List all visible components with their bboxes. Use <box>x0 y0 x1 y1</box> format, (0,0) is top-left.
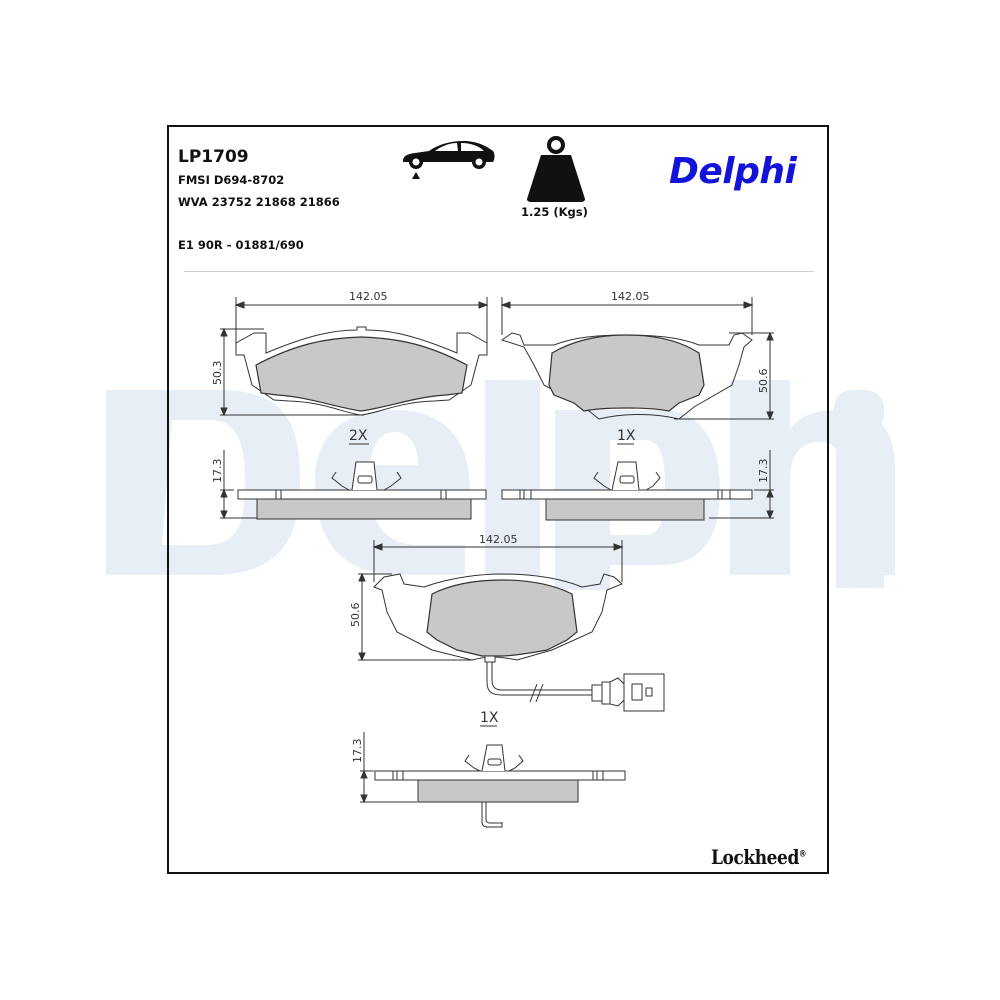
datasheet-frame: LP1709 FMSI D694-8702 WVA 23752 21868 21… <box>167 125 829 874</box>
pad-sensor-width: 142.05 <box>479 533 518 546</box>
pad-outer-front-view: 142.05 50.3 <box>211 290 489 417</box>
lockheed-logo: Lockheed® <box>711 845 807 869</box>
lockheed-text: Lockheed <box>711 845 799 869</box>
pad-inner-front-view: 142.05 50.6 <box>500 290 774 421</box>
weight-icon <box>527 136 585 202</box>
pad-outer-height: 50.3 <box>211 361 224 386</box>
pad-sensor-thickness: 17.3 <box>351 739 364 764</box>
fmsi-code: FMSI D694-8702 <box>178 173 285 187</box>
header-separator <box>184 271 814 272</box>
pad-outer-width: 142.05 <box>349 290 388 303</box>
pad-outer-qty: 2X <box>349 428 368 444</box>
registered-mark: ® <box>798 849 807 860</box>
pad-inner-width: 142.05 <box>611 290 650 303</box>
pad-outer-thickness: 17.3 <box>211 459 224 484</box>
pad-inner-side-view: 1X 17.3 <box>501 428 774 521</box>
watermark-i <box>834 390 884 588</box>
pad-inner-qty: 1X <box>617 428 636 444</box>
pad-inner-thickness: 17.3 <box>757 459 770 484</box>
pad-sensor-front-view: 142.05 50.6 <box>349 533 665 712</box>
pad-outer-side-view: 2X 17.3 <box>211 428 487 520</box>
delphi-logo: Delphi <box>669 151 797 192</box>
car-front-axle-icon <box>403 141 495 179</box>
pad-inner-height: 50.6 <box>757 369 770 394</box>
pad-sensor-side-view: 1X 17.3 <box>351 710 626 828</box>
pad-sensor-height: 50.6 <box>349 603 362 628</box>
weight-label: 1.25 (Kgs) <box>521 205 588 219</box>
pad-sensor-qty: 1X <box>480 710 499 726</box>
delphi-watermark <box>106 380 895 590</box>
part-number: LP1709 <box>178 147 249 167</box>
wva-codes: WVA 23752 21868 21866 <box>178 195 340 209</box>
ece-approval: E1 90R - 01881/690 <box>178 238 304 252</box>
